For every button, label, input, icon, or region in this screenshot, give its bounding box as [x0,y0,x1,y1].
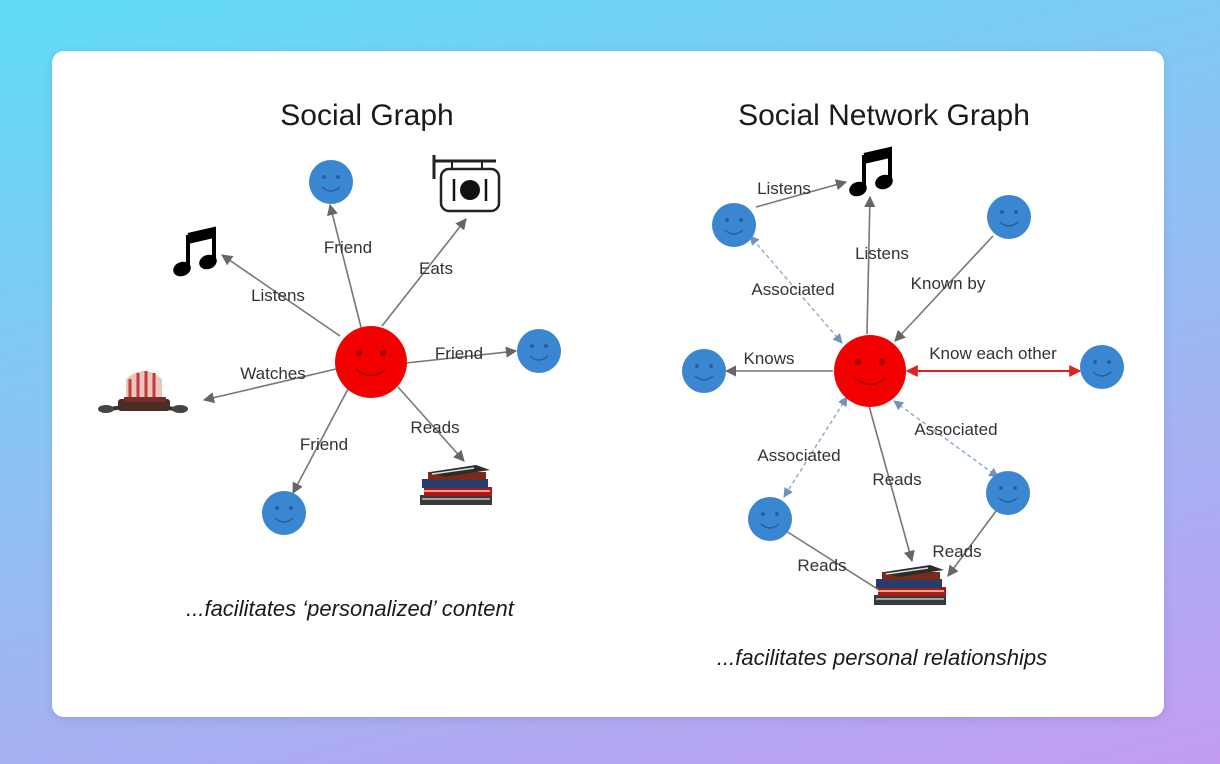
restaurant-sign-icon [432,155,501,213]
edge-friend-right [405,346,518,364]
edge-label-listens-center: Listens [855,244,909,263]
edge-label-known-by: Known by [911,274,986,293]
edge-friend-bottom [292,388,349,494]
center-user-node [335,326,407,398]
books-icon-network [873,564,947,606]
friend-node-right [517,329,561,373]
edge-associated-lr [893,400,999,478]
social-network-graph-caption: ...facilitates personal relationships [717,645,1047,670]
edge-associated-ul [749,235,843,344]
edge-label-reads: Reads [410,418,459,437]
edge-friend-top [327,203,363,332]
edge-label-reads-left: Reads [797,556,846,575]
edge-label-listens-top: Listens [757,179,811,198]
friend-node-top [309,160,353,204]
edge-eats [381,218,467,327]
social-network-graph-diagram: Social Network Graph Listens Listens Ass… [682,99,1124,670]
edge-listens-top [755,179,848,208]
edge-label-listens: Listens [251,286,305,305]
edge-reads-left [785,530,891,598]
movie-icon [98,371,188,413]
edge-label-reads-center: Reads [872,470,921,489]
social-network-graph-edges [724,179,1082,598]
edge-reads-center [868,405,915,563]
books-icon [419,464,493,506]
edge-listens-center [864,195,876,335]
edge-label-reads-right: Reads [932,542,981,561]
person-node-upper-left [712,203,756,247]
edge-label-friend-bottom: Friend [300,435,348,454]
social-graph-caption: ...facilitates ‘personalized’ content [186,596,515,621]
edge-label-friend-top: Friend [324,238,372,257]
edge-label-associated-lr: Associated [914,420,997,439]
edge-label-associated-ll: Associated [757,446,840,465]
edge-label-knows: Knows [743,349,794,368]
edge-reads-right [947,510,997,577]
edge-associated-ll [783,396,848,498]
person-node-left [682,349,726,393]
edge-known-by [894,235,994,342]
diagram-canvas: Social Graph Friend Eats Listens Friend … [98,99,1124,670]
center-user-node-network [834,335,906,407]
edge-label-friend-right: Friend [435,344,483,363]
person-node-lower-right [986,471,1030,515]
slide-card: Social Graph Friend Eats Listens Friend … [52,51,1164,717]
social-network-graph-title: Social Network Graph [738,99,1030,132]
edge-label-eats: Eats [419,259,453,278]
social-graph-diagram: Social Graph Friend Eats Listens Friend … [98,99,561,621]
friend-node-bottom [262,491,306,535]
music-note-icon [169,227,221,281]
person-node-upper-right [987,195,1031,239]
edge-label-watches: Watches [240,364,306,383]
social-graph-edges [202,203,518,494]
person-node-right [1080,345,1124,389]
person-node-lower-left [748,497,792,541]
edge-reads [397,386,465,462]
music-note-icon-network [845,147,897,201]
social-graph-title: Social Graph [280,99,453,132]
edge-watches [202,368,337,404]
edge-listens [221,254,341,337]
edge-label-associated-ul: Associated [751,280,834,299]
edge-label-know-each-other: Know each other [929,344,1057,363]
